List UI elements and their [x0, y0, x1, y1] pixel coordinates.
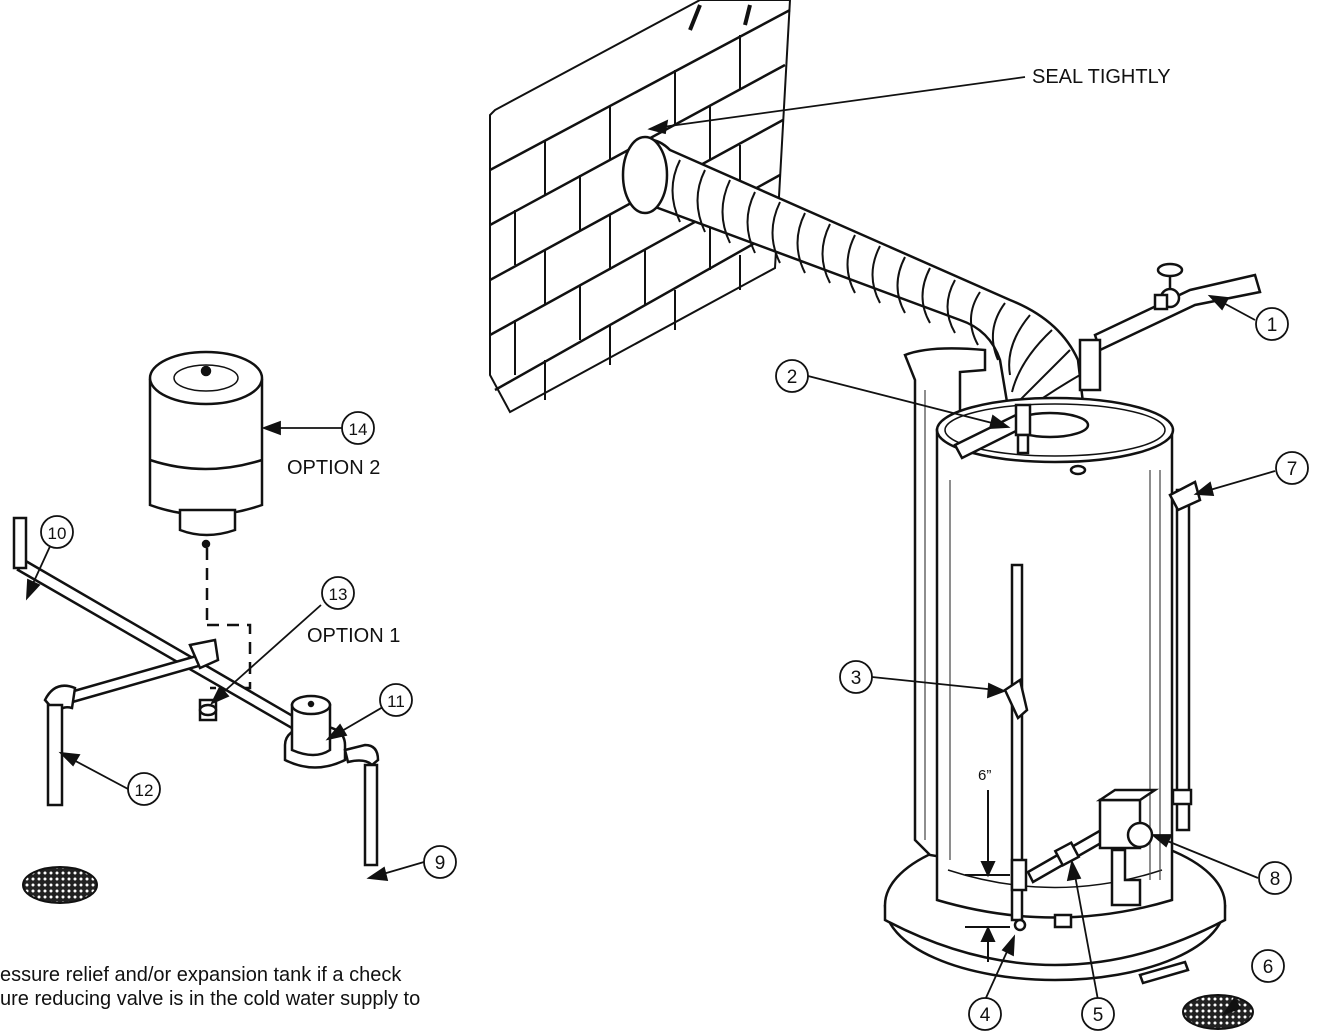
water-heater-tank — [883, 347, 1227, 982]
svg-text:13: 13 — [329, 585, 348, 604]
callout-7: 7 — [1275, 451, 1309, 485]
expansion-tank-connection-dashed — [205, 548, 252, 690]
callout-4: 4 — [968, 997, 1002, 1031]
cold-water-inlet-pipe — [1078, 262, 1262, 392]
gas-control-valve — [1026, 788, 1160, 907]
callout-8: 8 — [1258, 861, 1292, 895]
svg-text:14: 14 — [349, 420, 368, 439]
callout-13: 13 — [321, 576, 355, 610]
side-pipe — [1168, 480, 1202, 832]
leader-lines — [25, 76, 1276, 1016]
callout-11: 11 — [379, 683, 413, 717]
svg-text:6: 6 — [1263, 957, 1274, 978]
hot-water-outlet — [953, 403, 1032, 460]
callout-9: 9 — [423, 845, 457, 879]
svg-text:4: 4 — [980, 1005, 991, 1026]
installation-note: essure relief and/or expansion tank if a… — [0, 963, 540, 1011]
callout-6: 6 — [1251, 949, 1285, 983]
callout-circles: 1 2 3 4 5 6 7 8 9 10 11 12 13 14 — [40, 307, 1309, 1031]
supply-piping-assembly — [12, 516, 380, 867]
callout-3: 3 — [839, 660, 873, 694]
svg-text:5: 5 — [1093, 1005, 1104, 1026]
callout-5: 5 — [1081, 997, 1115, 1031]
svg-text:8: 8 — [1270, 869, 1281, 890]
seal-tightly-label: SEAL TIGHTLY — [1032, 66, 1171, 88]
option-1-label: OPTION 1 — [307, 625, 401, 647]
note-line-2: ure reducing valve is in the cold water … — [0, 988, 421, 1010]
vent-duct — [621, 135, 1087, 422]
callout-1: 1 — [1255, 307, 1289, 341]
option-2-label: OPTION 2 — [287, 457, 381, 479]
six-inch-dimension — [965, 790, 1010, 962]
svg-text:7: 7 — [1287, 459, 1298, 480]
pan-drain-pipe — [1138, 960, 1190, 985]
six-inch-label: 6” — [978, 767, 992, 784]
floor-drain-grate-left — [22, 866, 98, 904]
callout-2: 2 — [775, 359, 809, 393]
callout-10: 10 — [40, 515, 74, 549]
relief-valve-discharge-pipe — [1003, 563, 1029, 932]
svg-text:1: 1 — [1267, 315, 1278, 336]
svg-text:12: 12 — [135, 781, 154, 800]
callout-12: 12 — [127, 772, 161, 806]
svg-text:10: 10 — [48, 524, 67, 543]
note-line-1: essure relief and/or expansion tank if a… — [0, 964, 402, 986]
svg-text:11: 11 — [387, 692, 405, 711]
svg-text:3: 3 — [851, 668, 862, 689]
svg-text:2: 2 — [787, 367, 798, 388]
callout-14: 14 — [341, 411, 375, 445]
floor-drain-grate — [1182, 994, 1254, 1030]
expansion-tank — [148, 350, 264, 549]
svg-text:9: 9 — [435, 853, 446, 874]
